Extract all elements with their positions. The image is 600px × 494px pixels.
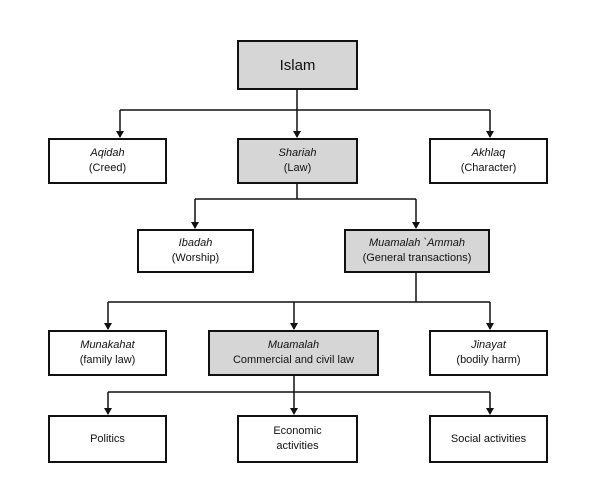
node-ibadah-sub: (Worship) [171, 252, 220, 264]
node-aqidah-label: Aqidah [90, 147, 125, 159]
node-jinayat-sub: (bodily harm) [456, 354, 521, 366]
node-munakahat-sub: (family law) [79, 354, 136, 366]
node-ibadah-label: Ibadah [178, 237, 213, 249]
node-aqidah: Aqidah (Creed) [48, 138, 167, 184]
node-shariah-label: Shariah [278, 147, 317, 159]
node-social: Social activities [429, 415, 548, 463]
node-muamalah-ammah-label: Muamalah `Ammah [369, 237, 465, 249]
node-akhlaq-label: Akhlaq [471, 147, 506, 159]
node-shariah: Shariah (Law) [237, 138, 358, 184]
node-politics: Politics [48, 415, 167, 463]
node-muamalah-ammah: Muamalah `Ammah (General transactions) [344, 229, 490, 273]
node-munakahat: Munakahat (family law) [48, 330, 167, 376]
node-muamalah: Muamalah Commercial and civil law [208, 330, 379, 376]
node-jinayat: Jinayat (bodily harm) [429, 330, 548, 376]
node-economic: Economic activities [237, 415, 358, 463]
node-jinayat-label: Jinayat [471, 339, 506, 351]
node-social-label: Social activities [450, 432, 527, 445]
node-ibadah: Ibadah (Worship) [137, 229, 254, 273]
node-akhlaq: Akhlaq (Character) [429, 138, 548, 184]
node-islam: Islam [237, 40, 358, 90]
node-muamalah-sub: Commercial and civil law [232, 354, 355, 366]
node-politics-label: Politics [90, 432, 125, 445]
node-islam-label: Islam [279, 56, 316, 74]
node-shariah-sub: (Law) [283, 162, 312, 174]
node-muamalah-ammah-sub: (General transactions) [362, 252, 472, 264]
node-akhlaq-sub: (Character) [460, 162, 517, 174]
node-muamalah-label: Muamalah [267, 339, 320, 351]
node-economic-label: Economic [273, 425, 322, 437]
node-aqidah-sub: (Creed) [88, 162, 127, 174]
node-munakahat-label: Munakahat [80, 339, 135, 351]
node-economic-sub: activities [276, 440, 319, 452]
